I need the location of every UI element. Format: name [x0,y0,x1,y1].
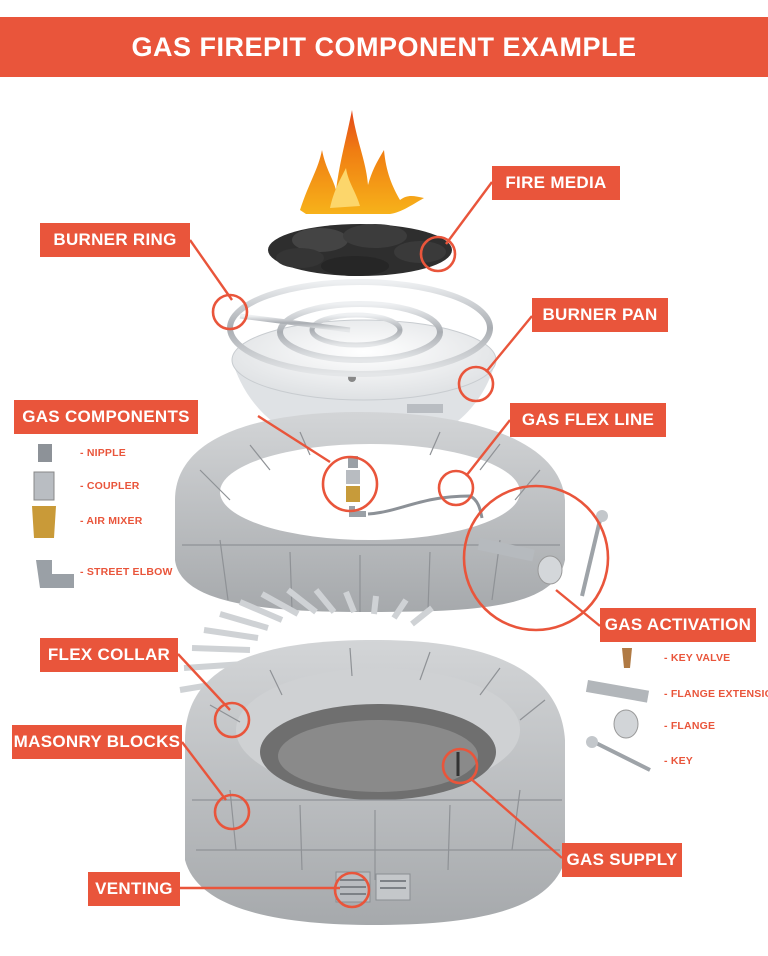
part-label-nipple: - NIPPLE [80,447,126,459]
part-label-street-elbow: - STREET ELBOW [80,566,173,578]
key-icon [593,740,651,772]
parts-icons-left [32,444,74,588]
page-title: GAS FIREPIT COMPONENT EXAMPLE [0,17,768,77]
flames [300,110,424,214]
flange-extension-icon [585,680,650,703]
gas-activation-closeup [477,510,608,597]
upper-stone-ring [175,412,565,612]
key-valve-icon [622,648,632,668]
parts-icons-right [585,648,651,772]
coupler-icon [33,471,55,501]
circle-markers [211,235,610,909]
callout-gas-components: GAS COMPONENTS [14,400,198,434]
part-label-key-valve: - KEY VALVE [664,652,731,664]
lower-firepit [185,640,565,925]
street-elbow-icon [36,560,74,588]
part-label-flange: - FLANGE [664,720,716,732]
air-mixer-icon [32,506,56,538]
lava-rocks [268,224,452,276]
callout-burner-ring: BURNER RING [40,223,190,257]
callout-flex-collar: FLEX COLLAR [40,638,178,672]
callout-gas-supply: GAS SUPPLY [562,843,682,877]
callout-gas-activation: GAS ACTIVATION [600,608,756,642]
callout-fire-media: FIRE MEDIA [492,166,620,200]
callout-venting: VENTING [88,872,180,906]
callout-gas-flex-line: GAS FLEX LINE [510,403,666,437]
callout-masonry-blocks: MASONRY BLOCKS [12,725,182,759]
part-label-air-mixer: - AIR MIXER [80,515,143,527]
part-label-coupler: - COUPLER [80,480,140,492]
part-label-flange-extension: - FLANGE EXTENSION [664,688,768,700]
gas-component-assembly [346,456,484,519]
callout-burner-pan: BURNER PAN [532,298,668,332]
part-label-key: - KEY [664,755,694,767]
nipple-icon [38,444,52,462]
leader-lines [177,181,601,890]
flange-icon [613,709,639,739]
